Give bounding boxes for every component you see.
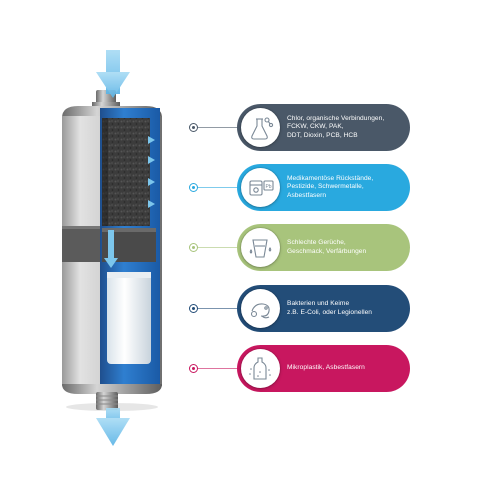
filter-stage-line: Mikroplastik, Asbestfasern (287, 364, 365, 372)
filter-stage-text: Medikamentöse Rückstände,Pestizide, Schw… (287, 164, 404, 211)
filter-stage-line: Schlechte Gerüche, (287, 239, 346, 247)
filter-stage-line: DDT, Dioxin, PCB, HCB (287, 131, 358, 139)
connector-line-bakterien (197, 308, 239, 309)
carbon-block (102, 118, 150, 226)
filter-stage-line: Chlor, organische Verbindungen, (287, 114, 385, 122)
bacteria-icon (241, 289, 280, 328)
filter-stage-line: Geschmack, Verfärbungen (287, 247, 367, 255)
bottle-particles-icon (241, 349, 280, 388)
filter-stage-text: Schlechte Gerüche,Geschmack, Verfärbunge… (287, 224, 404, 271)
connector-line-medikamente (197, 187, 239, 188)
filter-stage-text: Chlor, organische Verbindungen,FCKW, CKW… (287, 104, 404, 151)
bottom-cap (62, 384, 162, 394)
inlet-arrow (96, 50, 130, 98)
filter-stage-line: Medikamentöse Rückstände, (287, 174, 374, 182)
membrane-filter (107, 272, 151, 364)
filter-stage-mikroplastik: Mikroplastik, Asbestfasern (237, 345, 410, 392)
filter-stage-line: Bakterien und Keime (287, 300, 350, 308)
filter-stage-geruch: Schlechte Gerüche,Geschmack, Verfärbunge… (237, 224, 410, 271)
filter-stage-medikamente: Pb Medikamentöse Rückstände,Pestizide, Sc… (237, 164, 410, 211)
connector-line-chlor (197, 127, 239, 128)
outlet-arrow (96, 408, 130, 446)
filter-stage-line: Pestizide, Schwermetalle, (287, 183, 364, 191)
filter-stage-line: Asbestfasern (287, 191, 327, 199)
glass-drops-icon (241, 228, 280, 267)
connector-line-geruch (197, 247, 239, 248)
filter-stage-line: z.B. E-Coli, oder Legionellen (287, 308, 373, 316)
svg-text:Pb: Pb (265, 184, 271, 190)
connector-line-mikroplastik (197, 368, 239, 369)
filter-stage-line: FCKW, CKW, PAK, (287, 123, 344, 131)
bottom-fitting (96, 392, 118, 410)
flask-molecule-icon (241, 108, 280, 147)
flow-arrows-inner (104, 136, 155, 268)
filter-stage-chlor: Chlor, organische Verbindungen,FCKW, CKW… (237, 104, 410, 151)
filter-stage-text: Mikroplastik, Asbestfasern (287, 345, 404, 392)
pill-box-lead-icon: Pb (241, 168, 280, 207)
